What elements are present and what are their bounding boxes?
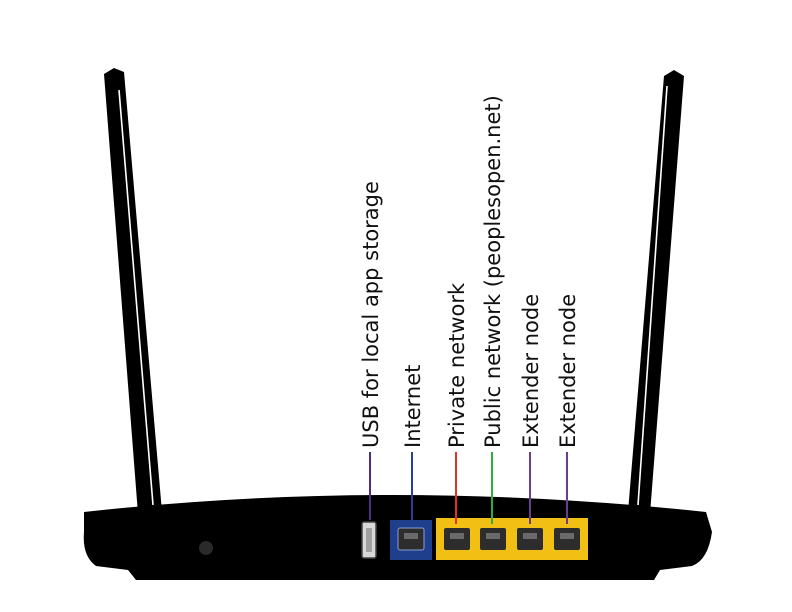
internet-port — [390, 520, 432, 560]
port-label-private: Private network — [445, 282, 469, 448]
port-label-internet: Internet — [401, 365, 425, 448]
usb-port-icon — [361, 521, 377, 559]
port-label-extender-2: Extender node — [556, 294, 580, 448]
port-label-public: Public network (peoplesopen.net) — [481, 95, 505, 448]
ethernet-port-icon — [480, 528, 506, 550]
right-antenna — [628, 70, 684, 514]
port-label-usb: USB for local app storage — [359, 181, 383, 448]
left-antenna — [104, 68, 162, 514]
leader-lines — [369, 452, 568, 524]
port-label-extender-1: Extender node — [519, 294, 543, 448]
port-labels: USB for local app storage Internet Priva… — [359, 95, 580, 448]
ethernet-port-icon — [397, 527, 425, 551]
lan-port-panel — [436, 518, 588, 560]
ethernet-port-icon — [517, 528, 543, 550]
power-button — [199, 541, 213, 555]
ethernet-port-icon — [554, 528, 580, 550]
ethernet-port-icon — [444, 528, 470, 550]
